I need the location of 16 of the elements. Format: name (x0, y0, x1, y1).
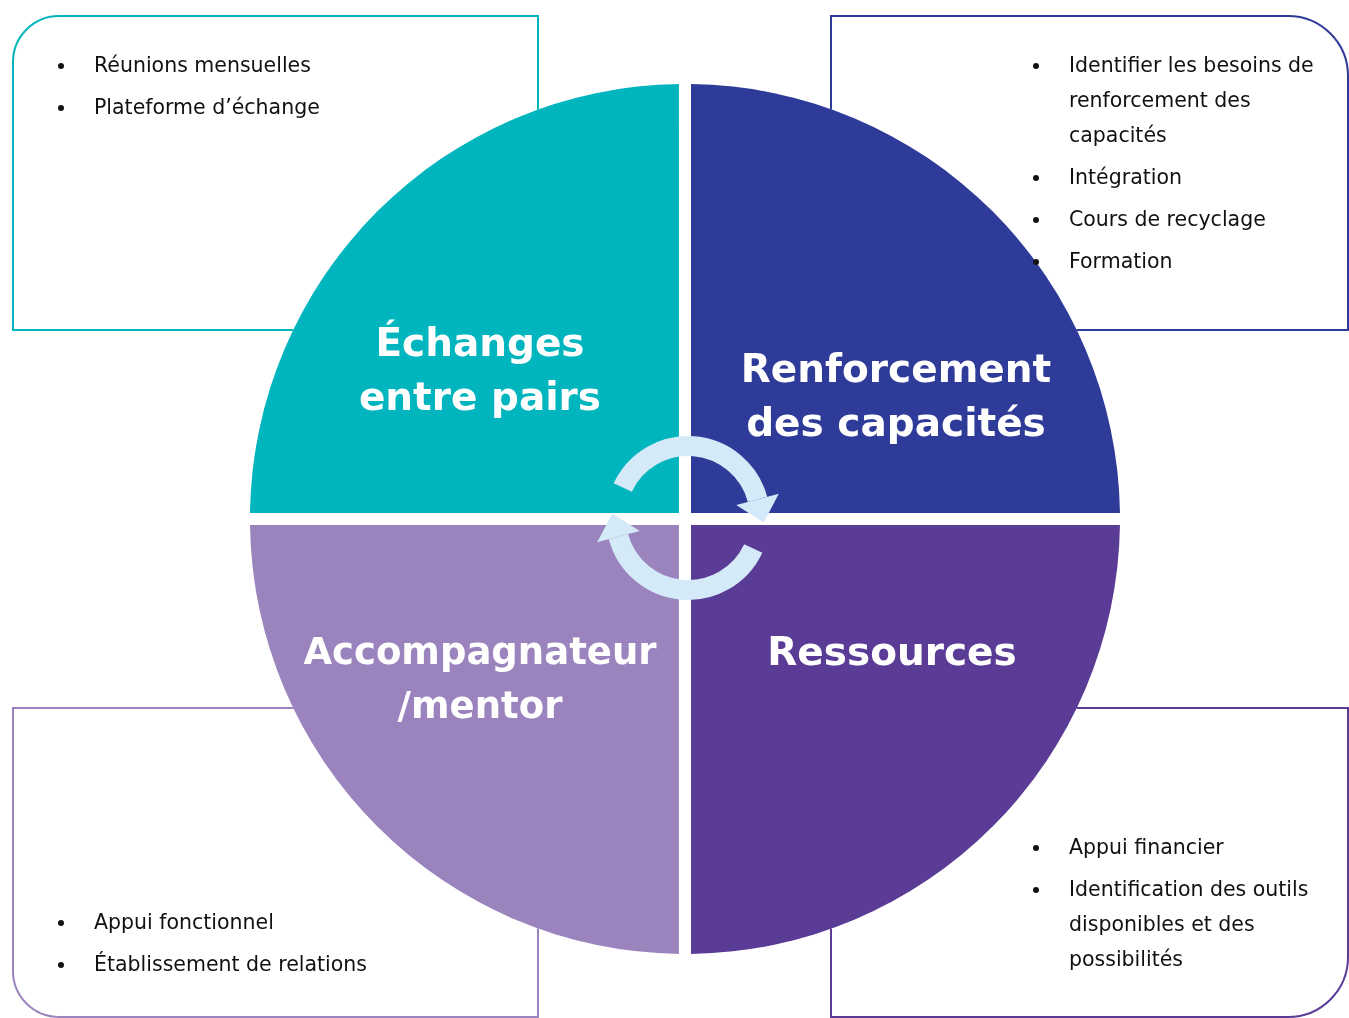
bullet-text: Appui fonctionnel (94, 909, 275, 936)
bullet-text: Cours de recyclage (1069, 206, 1267, 233)
quadrant-title: Échanges entre pairs (357, 318, 603, 421)
bullet-text: Plateforme d’échange (94, 94, 321, 121)
bullet-text: Intégration (1069, 164, 1183, 191)
bullet-text: Appui financier (1069, 834, 1225, 861)
info-box (830, 707, 1349, 1018)
info-box (830, 15, 1349, 331)
quadrant-title: Renforcement des capacités (739, 345, 1053, 447)
quadrant-title: Accompagnateur /mentor (302, 629, 658, 729)
bullet-text: Identifier les besoins de renforcement des capacités (1069, 52, 1315, 149)
quadrant-title: Ressources (766, 628, 1018, 676)
bullet-text: Identification des outils disponibles et des possibilités (1069, 876, 1310, 973)
bullet-text: Réunions mensuelles (94, 52, 312, 79)
bullet-text: Établissement de relations (94, 950, 368, 978)
bullet-text: Formation (1069, 248, 1174, 275)
